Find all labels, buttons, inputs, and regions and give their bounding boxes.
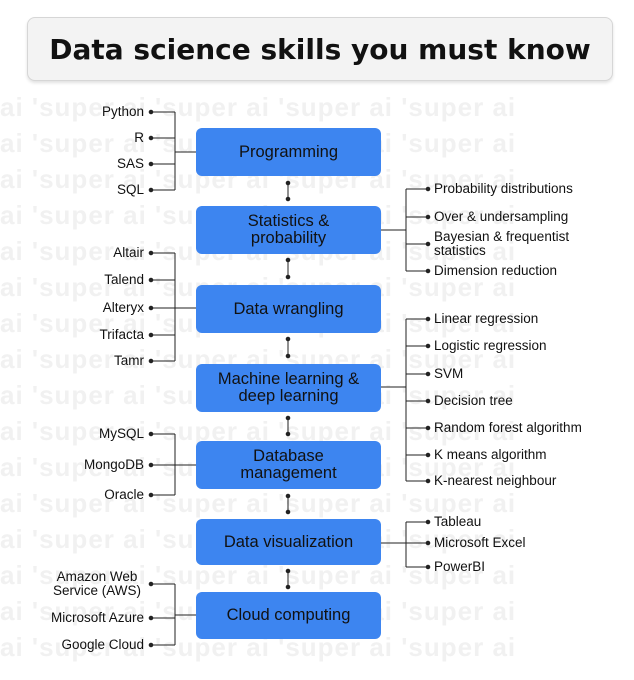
ml-branches <box>381 316 431 484</box>
node-label-line2: deep learning <box>238 387 339 405</box>
viz-branches <box>381 519 431 570</box>
skill-mysql: MySQL <box>98 426 144 441</box>
node-label-line1: Machine learning & <box>217 370 360 388</box>
node-machine-learning: Machine learning & deep learning <box>196 364 381 412</box>
watermark-row: ai 'super ai 'super ai 'super ai 'super … <box>0 488 517 518</box>
skill-bayesian-line1: Bayesian & frequentist <box>434 229 570 244</box>
skill-bayesian-line2: statistics <box>434 243 486 258</box>
page-title: Data science skills you must know <box>49 32 591 66</box>
cloud-branches <box>148 581 196 648</box>
skill-svm: SVM <box>434 366 464 381</box>
skill-sql: SQL <box>116 182 144 197</box>
wrangling-branches <box>148 250 196 364</box>
node-label: Data wrangling <box>233 299 344 318</box>
skill-decision-tree: Decision tree <box>434 393 513 408</box>
skill-alteryx: Alteryx <box>102 300 144 315</box>
statistics-branches <box>381 186 431 274</box>
node-label-line2: probability <box>250 229 327 247</box>
skill-trifacta: Trifacta <box>99 327 144 342</box>
node-label-line1: Database <box>253 447 324 465</box>
node-database: Database management <box>196 441 381 489</box>
skill-tamr: Tamr <box>114 353 144 368</box>
skill-mongodb: MongoDB <box>83 457 144 472</box>
node-label: Data visualization <box>223 532 354 551</box>
node-data-visualization: Data visualization <box>196 519 381 565</box>
node-label: Cloud computing <box>226 606 351 624</box>
node-statistics: Statistics & probability <box>196 206 381 254</box>
skill-k-means: K means algorithm <box>434 447 547 462</box>
node-label-line1: Statistics & <box>247 212 330 230</box>
skill-python: Python <box>101 104 144 119</box>
skill-microsoft-excel: Microsoft Excel <box>434 535 526 550</box>
skill-r: R <box>134 130 144 145</box>
skill-aws-line2: Service (AWS) <box>52 583 141 598</box>
skill-google-cloud: Google Cloud <box>61 637 144 652</box>
skill-probability-distributions: Probability distributions <box>434 181 573 196</box>
watermark-row: ai 'super ai 'super ai 'super ai 'super … <box>0 560 517 590</box>
vertical-connectors <box>285 180 291 590</box>
skill-k-nearest-neighbour: K-nearest neighbour <box>434 473 557 488</box>
skill-random-forest: Random forest algorithm <box>434 420 582 435</box>
skill-altair: Altair <box>113 245 144 260</box>
skill-logistic-regression: Logistic regression <box>434 338 547 353</box>
database-branches <box>148 431 196 498</box>
programming-branches <box>148 109 196 193</box>
node-label: Programming <box>238 142 339 161</box>
node-cloud-computing: Cloud computing <box>196 592 381 639</box>
skill-microsoft-azure: Microsoft Azure <box>50 610 144 625</box>
skill-sas: SAS <box>116 156 144 171</box>
skill-talend: Talend <box>104 272 144 287</box>
skill-aws: Amazon Web Service (AWS) <box>42 570 152 598</box>
skill-tableau: Tableau <box>434 514 482 529</box>
skill-oracle: Oracle <box>104 487 144 502</box>
node-programming: Programming <box>196 128 381 176</box>
skill-over-undersampling: Over & undersampling <box>434 209 569 224</box>
skill-aws-line1: Amazon Web <box>56 569 138 584</box>
node-label-line2: management <box>240 464 337 482</box>
skill-bayesian-frequentist: Bayesian & frequentist statistics <box>434 230 569 258</box>
skill-dimension-reduction: Dimension reduction <box>434 263 558 278</box>
skill-linear-regression: Linear regression <box>434 311 539 326</box>
watermark-row: ai 'super ai 'super ai 'super ai 'super … <box>0 92 517 122</box>
title-banner: Data science skills you must know <box>27 17 613 81</box>
node-data-wrangling: Data wrangling <box>196 285 381 333</box>
skill-powerbi: PowerBI <box>434 559 486 574</box>
